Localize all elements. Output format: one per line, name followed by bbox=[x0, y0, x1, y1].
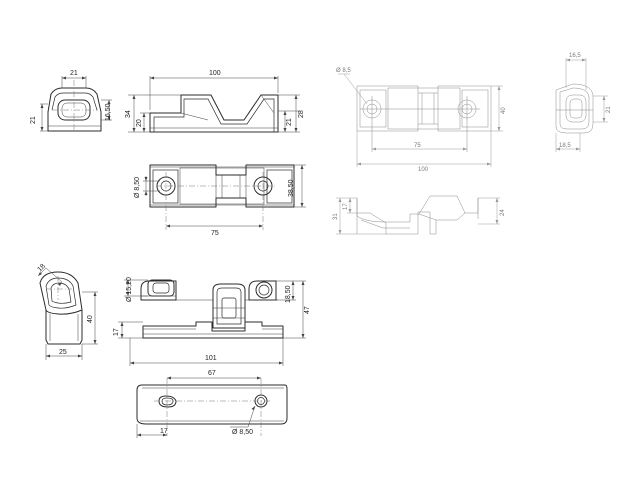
end-height-left-label: 21 bbox=[30, 116, 37, 124]
base-hole-dia-label: Ø 8,50 bbox=[232, 429, 253, 436]
top-hole-spacing-label: 75 bbox=[211, 230, 219, 237]
front-18-50-label: 18,50 bbox=[285, 285, 292, 303]
ref-hole-dia-label: Ø 8,5 bbox=[336, 68, 351, 74]
front-hole-dia-label: Ø 15,20 bbox=[126, 277, 133, 302]
ref-length-100-label: 100 bbox=[418, 167, 429, 173]
reference-side-view bbox=[336, 195, 500, 235]
ref-width-40-label: 40 bbox=[501, 107, 507, 114]
end-view bbox=[40, 76, 112, 132]
ref-height-24-label: 24 bbox=[500, 209, 506, 216]
reference-end-view bbox=[555, 58, 608, 152]
end-height-right-label: 16,50 bbox=[105, 103, 112, 121]
side-20-label: 20 bbox=[136, 119, 143, 127]
iso-25-label: 25 bbox=[59, 349, 67, 356]
iso-40-label: 40 bbox=[87, 315, 94, 323]
side-length-label: 100 bbox=[209, 70, 221, 77]
front-view bbox=[118, 279, 306, 366]
front-101-label: 101 bbox=[205, 355, 217, 362]
iso-18-label: 18 bbox=[36, 263, 47, 274]
side-21-label: 21 bbox=[286, 118, 293, 126]
top-hole-dia-label: Ø 8,50 bbox=[134, 177, 141, 198]
top-width-label: 38,50 bbox=[288, 179, 295, 197]
iso-end-view bbox=[37, 267, 98, 360]
base-17-label: 17 bbox=[160, 428, 168, 435]
ref-end-21-label: 21 bbox=[606, 106, 612, 113]
ref-spacing-75-label: 75 bbox=[414, 143, 421, 149]
ref-end-16-5-label: 16,5 bbox=[569, 53, 581, 59]
end-width-label: 21 bbox=[70, 70, 78, 77]
ref-height-31-label: 31 bbox=[333, 213, 339, 220]
base-plate-view bbox=[136, 376, 288, 438]
ref-height-17-label: 17 bbox=[343, 203, 349, 210]
ref-end-18-5-label: 18,5 bbox=[559, 143, 571, 149]
top-view bbox=[143, 164, 306, 230]
front-17-label: 17 bbox=[113, 328, 120, 336]
side-view bbox=[128, 76, 300, 133]
reference-top-view bbox=[338, 73, 503, 167]
base-67-label: 67 bbox=[208, 370, 216, 377]
side-34-label: 34 bbox=[125, 110, 132, 118]
side-28-label: 28 bbox=[298, 110, 305, 118]
front-47-label: 47 bbox=[304, 306, 311, 314]
